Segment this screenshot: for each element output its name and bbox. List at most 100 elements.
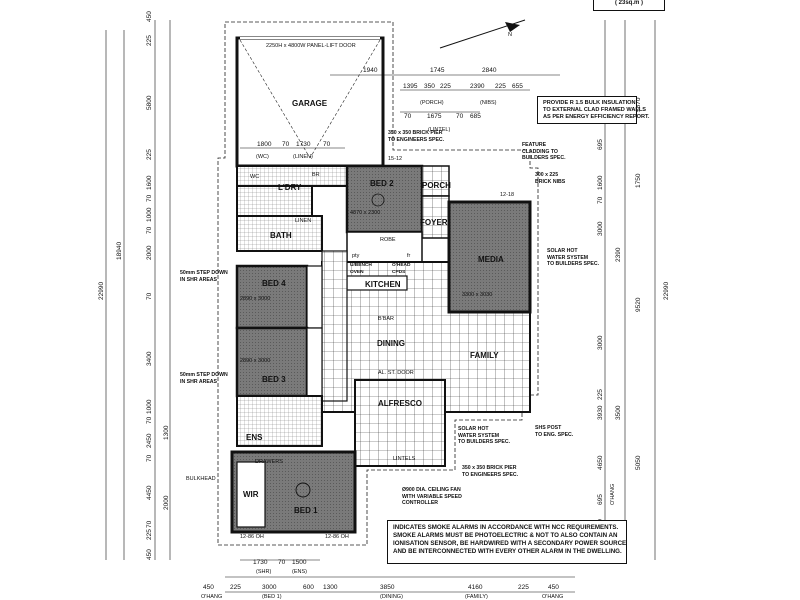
al-st-door-label: AL. ST. DOOR [378,370,414,376]
dim-right-4: 70 [597,196,604,204]
porch-area [421,165,450,197]
robe-label: ROBE [380,237,396,243]
dim-top-1: 1745 [430,67,445,74]
solar-1-callout: SOLAR HOT WATER SYSTEM TO BUILDERS SPEC. [547,248,600,267]
area-box: ( 23sq.m ) [593,0,665,11]
left-dims: 450 225 5800 225 1600 70 1000 70 2000 70… [98,11,170,560]
dim-top-3: 1395 [403,83,418,90]
dim-bottom-6: 4160 [468,584,483,591]
dim-top-15: (LINTEL) [428,127,450,133]
dim-left-8: 2000 [146,245,153,260]
dim-bottom-11: (DINING) [380,594,403,600]
dim-top-17: 70 [282,141,290,148]
dim-right-8: 3000 [597,335,604,350]
dim-top-21: (LINEN) [293,154,313,160]
dim-top-18: 1730 [296,141,311,148]
dim-top-6: 2390 [470,83,485,90]
dim-right-9: 3930 [597,405,604,420]
dim-left-4: 1600 [146,175,153,190]
wc-label: WC [250,174,259,180]
dim-bottom-16: 1500 [292,559,307,566]
dim-top-12: 1675 [427,113,442,120]
dim-left-2: 5800 [146,95,153,110]
bed3-robe [306,327,323,397]
dim-bottom-14: 1730 [253,559,268,566]
dim-right-10: 225 [597,389,604,400]
dim-left-19: 225 [146,529,153,540]
media-label-2: MEDIA [478,255,504,264]
lintels-label: LINTELS [393,456,416,462]
room-dim-0: 12-86 OH [240,534,264,540]
bed4-room [235,264,309,330]
brick-pier-1-callout: 350 x 350 BRICK PIER TO ENGINEERS SPEC. [388,130,445,143]
dim-bottom-3: 600 [303,584,314,591]
feature-callout: FEATURE CLADDING TO BUILDERS SPEC. [522,142,566,161]
dim-bottom-12: (FAMILY) [465,594,488,600]
fridge-label: fr [407,253,411,259]
hall [321,250,348,402]
dim-bottom-10: (BED 1) [262,594,282,600]
br-label: BR [312,172,320,178]
eave-outline [217,21,539,546]
bed4-robe [306,265,323,329]
dim-left-3: 225 [146,149,153,160]
dim-top-14: 685 [470,113,481,120]
room-dim-6: 2890 x 3000 [240,296,270,302]
dim-right-0: 5870 [635,97,642,112]
dim-bottom-8: 450 [548,584,559,591]
bath-label: BATH [270,231,292,240]
dim-top-11: 70 [404,113,412,120]
dim-right-17: O'HANG [610,484,616,505]
dim-top-4: 350 [424,83,435,90]
dim-top-5: 225 [440,83,451,90]
dim-left-21: 18940 [116,242,123,260]
alfresco-area [354,379,446,467]
dim-top-9: (PORCH) [420,100,444,106]
dim-left-13: 2450 [146,433,153,448]
dim-right-11: 3500 [615,405,622,420]
step-down-2-callout: 50mm STEP DOWN IN SHR AREAS [180,372,228,385]
dim-right-3: 1600 [597,175,604,190]
bulkhead-label: BULKHEAD [186,476,216,482]
wir-room [236,461,266,528]
dim-left-16: 2000 [163,495,170,510]
dim-right-6: 2390 [615,247,622,262]
room-dim-4: 4870 x 2300 [350,210,380,216]
drawers-label: DRAWERS [255,459,283,465]
smoke-alarm-note: INDICATES SMOKE ALARMS IN ACCORDANCE WIT… [387,520,627,564]
solar-2-callout: SOLAR HOT WATER SYSTEM TO BUILDERS SPEC. [458,426,511,445]
dim-left-9: 70 [146,292,153,300]
dim-left-20: 450 [146,549,153,560]
dim-bottom-13: O'HANG [542,594,563,600]
bed2-room [345,164,424,234]
dining-label: DINING [377,339,405,348]
dim-left-5: 70 [146,194,153,202]
dim-bottom-1: 225 [230,584,241,591]
pantry-label: pty [352,253,360,259]
robe-strip [346,231,423,263]
dim-left-0: 450 [146,11,153,22]
dim-left-11: 1000 [146,399,153,414]
dim-bottom-18: (ENS) [292,569,307,575]
dim-left-18: 70 [146,520,153,528]
kitchen-label: KITCHEN [365,280,401,289]
dim-right-5: 3000 [597,221,604,236]
dim-top-20: (WC) [256,154,269,160]
dim-bottom-5: 3850 [380,584,395,591]
dim-bottom-0: 450 [203,584,214,591]
ohead-callout: O'HEAD CPDS [392,263,411,275]
dim-right-12: 4650 [597,455,604,470]
dim-bottom-15: 70 [278,559,286,566]
bbar-label: B'BAR [378,316,394,322]
right-dims: 5870 695 1750 1600 70 3000 2390 9520 300… [597,97,670,530]
garage-label: GARAGE [292,99,328,108]
step-down-1-callout: 50mm STEP DOWN IN SHR AREAS [180,270,228,283]
north-arrow-icon [439,19,526,49]
laundry-label: L'DRY [278,183,302,192]
dim-right-7: 9520 [635,297,642,312]
dim-left-22: 22990 [98,282,105,300]
bed3-label: BED 3 [262,375,286,384]
dim-right-14: 22990 [663,282,670,300]
dim-left-6: 1000 [146,207,153,222]
